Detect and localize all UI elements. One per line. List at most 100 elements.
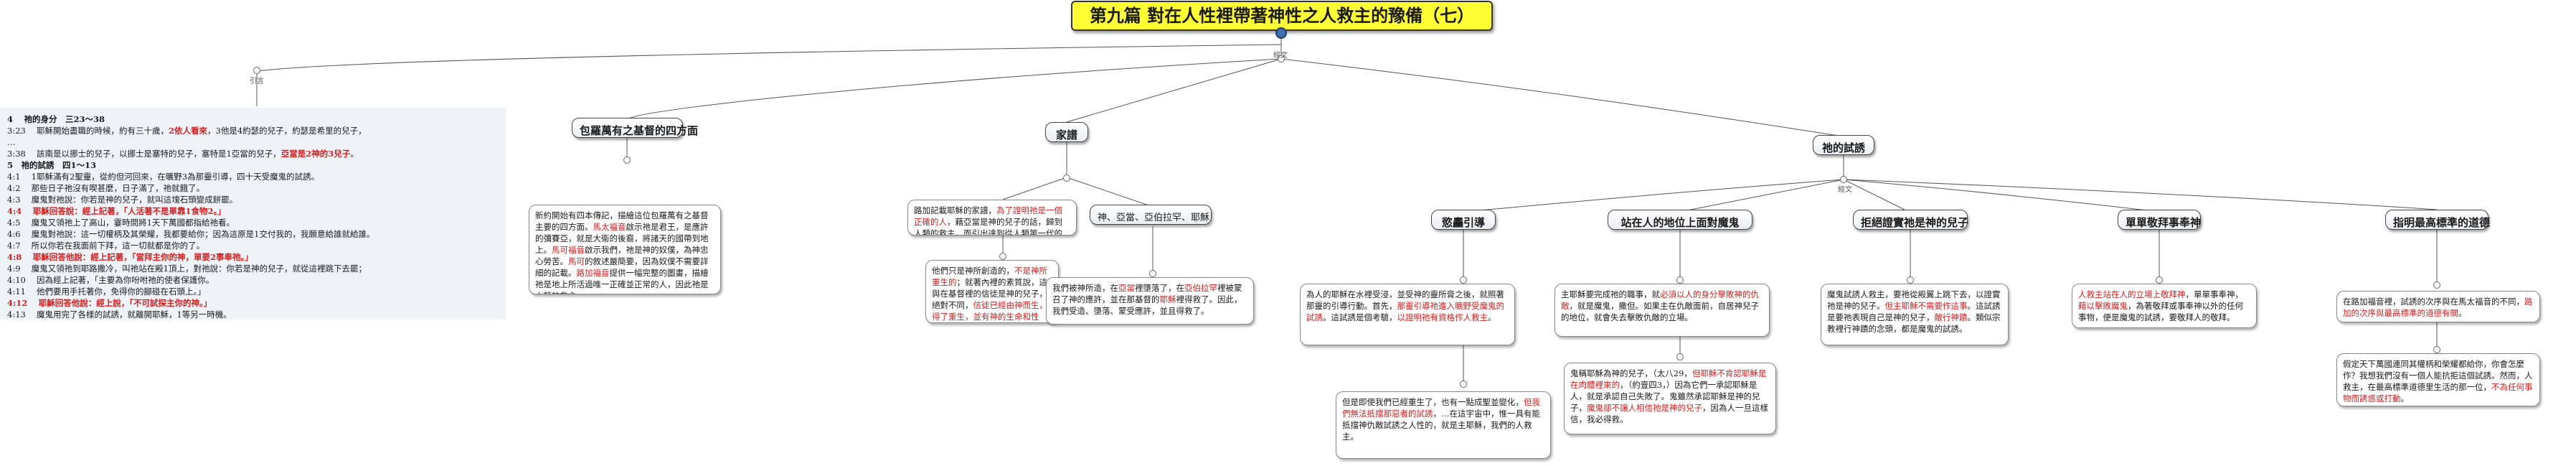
- genealogy-collapse-icon[interactable]: [1063, 174, 1070, 182]
- note-text: 假定天下萬國連同其權柄和榮耀都給你，你會怎麼作？我想我們沒有一個人能抗拒這個試誘…: [2343, 359, 2533, 392]
- highlighted-text: 馬可福音: [552, 245, 585, 255]
- highlighted-text: 不是神所重生的: [932, 266, 1047, 287]
- standing-note-collapse-icon[interactable]: [1676, 353, 1684, 360]
- highlighted-text: 亞當: [1118, 283, 1135, 293]
- worship-note: 人救主站在人的立場上敬拜神，單單事奉神，藉以擊敗魔鬼，為著敬拜或事奉神以外的任何…: [2072, 284, 2257, 328]
- scripture-line: 4:10 因為經上記著，「主要為你吩咐祂的使者保護你。: [7, 274, 499, 286]
- highlighted-verse-text: 4:12 耶穌回答他說：經上說，「不可試探主你的神。」: [7, 298, 212, 308]
- node-obey[interactable]: 指明最高標準的道德: [2385, 210, 2490, 230]
- highlighted-text: 必須以人的身分擊敗神的仇敵: [1561, 289, 1759, 311]
- scripture-line: 4:1 1耶穌滿有2聖靈，從約但河回來，在曠野3為那靈引導，四十天受魔鬼的試誘。: [7, 171, 499, 182]
- genealogy-note: 路加記載耶穌的家譜，為了證明祂是一個正確的人，藉亞當是神的兒子的話，歸到人類的救…: [907, 200, 1077, 236]
- lust-note-collapse-icon[interactable]: [1460, 381, 1467, 388]
- note-text: 路加記載耶穌的家譜，: [914, 205, 996, 215]
- obey-note: 在路加福音裡，試誘的次序與在馬太福音的不同，路加的次序與最高標準的道德有關。: [2336, 291, 2540, 322]
- highlighted-text: 不為任何事物而誘惑或打動: [2343, 382, 2533, 404]
- highlighted-text: 以證明祂有資格作人救主: [1397, 312, 1488, 322]
- highlighted-verse-text: 2依人看來: [168, 126, 207, 136]
- note-text: ，（約壹四3，）因為它們一承認耶穌是人，就是承認自己失敗了。鬼雖然承認耶穌是神的…: [1570, 380, 1760, 413]
- intro-branch-label: 引言: [250, 78, 264, 85]
- node-lust[interactable]: 慾麤引導: [1431, 210, 1496, 230]
- node-standing[interactable]: 站在人的地位上面對魔鬼: [1608, 210, 1752, 230]
- standing-collapse-icon[interactable]: [1676, 276, 1684, 284]
- verse-text: 4:1 1耶穌滿有2聖靈，從約但河回來，在曠野3為那靈引導，四十天受魔鬼的試誘。: [7, 172, 320, 182]
- note-text: ，因為人一旦這樣信，我必得救。: [1570, 403, 1768, 424]
- verse-text: 4:9 魔鬼又領祂到耶路撒冷，叫祂站在殿1頂上，對祂說：你若是神的兒子，就從這裡…: [7, 264, 367, 274]
- highlighted-text: 藉以擊敗魔鬼: [2078, 301, 2128, 311]
- note-text: 。: [1488, 312, 1496, 322]
- scripture-line: 4:13 魔鬼用完了各樣的試誘，就離開耶穌，1等另一時機。: [7, 309, 499, 320]
- obey-text: 在路加福音裡，試誘的次序與在馬太福音的不同，路加的次序與最高標準的道德有關。: [2343, 296, 2534, 319]
- refuse-collapse-icon[interactable]: [1907, 276, 1914, 284]
- note-text: ；就著內裡的素質說，這與在基督裡的信徒是神的兒子，絕對不同，: [932, 277, 1047, 310]
- scripture-line: 4:7 所以你若在我面前下拜，這一切就都是你的了。: [7, 240, 499, 251]
- note-text: 為人的耶穌在水裡受浸，並受神的靈所膏之後，就照著那靈的引導行動。首先，: [1306, 289, 1504, 311]
- node-names[interactable]: 神、亞當、亞伯拉罕、耶穌: [1090, 205, 1212, 225]
- center-collapse-icon[interactable]: [1278, 55, 1285, 62]
- obey-note-collapse-icon[interactable]: [2433, 346, 2440, 353]
- four-aspects-collapse-icon[interactable]: [623, 157, 631, 164]
- verse-text: 3:23 耶穌開始盡職的時候，約有三十歲，: [7, 126, 169, 136]
- scripture-line: 4:8 耶穌回答他說：經上記著，「當拜主你的神，單要2事奉祂。」: [7, 251, 499, 263]
- highlighted-text: 信徒已經由神而生，得了重生，並有神的生命和性情: [932, 300, 1047, 322]
- highlighted-text: 馬可: [568, 256, 585, 266]
- note-text: ，藉亞當是神的兒子的話，歸到人類的救主，而引出達到從人類第一代的亞當。: [914, 217, 1062, 236]
- note-text: ，為著敬拜或事奉神以外的任何事物，便是魔鬼的試誘，要敬拜人的敬拜。: [2078, 301, 2243, 322]
- highlighted-text: 敵行神蹟: [1934, 312, 1968, 322]
- note-text: 。: [2400, 393, 2410, 404]
- standing-note: 主耶穌要完成祂的職事，就必須以人的身分擊敗神的仇敵，就是魔鬼，撒但。如果主在仇敵…: [1554, 284, 1770, 337]
- genealogy-note-collapse-icon[interactable]: [999, 253, 1006, 260]
- obey-collapse-icon[interactable]: [2433, 281, 2440, 289]
- names-collapse-icon[interactable]: [1149, 270, 1156, 277]
- highlighted-verse-text: 4 祂的身分 三23～38: [7, 114, 105, 124]
- lust-collapse-icon[interactable]: [1460, 276, 1467, 284]
- scripture-line: …: [7, 136, 499, 148]
- scripture-line: 4:3 魔鬼對祂說：你若是神的兒子，就叫這塊石頭變成餅罷。: [7, 194, 499, 205]
- lust-note: 為人的耶穌在水裡受浸，並受神的靈所膏之後，就照著那靈的引導行動。首先，那靈引導祂…: [1300, 284, 1515, 345]
- scripture-line: 4 祂的身分 三23～38: [7, 113, 499, 125]
- node-refuse[interactable]: 拒絕證實祂是神的兒子: [1853, 210, 1968, 230]
- highlighted-verse-text: 5 祂的試誘 四1～13: [7, 160, 97, 170]
- root-expand-icon[interactable]: [1275, 27, 1287, 39]
- genealogy-sub-note: 他們只是神所創造的，不是神所重生的；就著內裡的素質說，這與在基督裡的信徒是神的兒…: [925, 260, 1059, 323]
- node-worship[interactable]: 單單敬拜事奉神: [2118, 210, 2201, 230]
- scripture-line: 4:6 魔鬼對祂說：這一切權柄及其榮耀，我都要給你；因為這原是1交付我的，我願意…: [7, 228, 499, 240]
- verse-text: 。: [350, 149, 359, 159]
- highlighted-text: 但我們無法抵擋那惡者的試誘: [1342, 397, 1540, 419]
- genealogy-text: 路加記載耶穌的家譜，為了證明祂是一個正確的人，藉亞當是神的兒子的話，歸到人類的救…: [914, 205, 1070, 236]
- note-text: ，就是魔鬼，撒但。如果主在仇敵面前，自居神兒子的地位，就會失去擊敗仇敵的立場。: [1561, 301, 1759, 322]
- scripture-line: 4:11 他們要用手托著你，免得你的腳碰在石頭上。」: [7, 286, 499, 297]
- note-text: 的敘述嚴簡要，因為奴僕不需要詳細的記載。: [535, 256, 709, 278]
- highlighted-text: 但耶穌不肯認耶穌是在肉體裡來的: [1570, 368, 1767, 390]
- note-text: 。這試誘是要祂表現自己是神的兒子，: [1827, 301, 2001, 322]
- intro-collapse-icon[interactable]: [253, 67, 260, 74]
- note-text: 我們被神所造，在: [1052, 283, 1118, 293]
- verse-text: 4:5 魔鬼又領祂上了高山，霎時間將1天下萬國都指給祂看。: [7, 218, 235, 228]
- center-branch-label: 經文: [1273, 52, 1288, 60]
- verse-text: 4:6 魔鬼對祂說：這一切權柄及其榮耀，我都要給你；因為這原是1交付我的，我願意…: [7, 229, 375, 239]
- refuse-text: 魔鬼試誘人救主，要祂從殿翼上跳下去，以證實祂是神的兒子。但主耶穌不需要作這事。這…: [1827, 289, 2002, 335]
- scripture-line: 5 祂的試誘 四1～13: [7, 159, 499, 171]
- node-four-aspects[interactable]: 包羅萬有之基督的四方面: [572, 118, 698, 138]
- note-text: 提供一幅完整的圖畫，描繪祂是地上所活過唯一正確並正常的人，因此祂是人類的救主。: [535, 268, 709, 294]
- note-text: ，…在這宇宙中，惟一具有能抵擋神仇敵試誘之人性的，就是主耶穌，我們的人救主。: [1342, 409, 1540, 442]
- note-text: 魔鬼試誘人救主，要祂從殿翼上跳下去，以證實祂是神的兒子。: [1827, 289, 2001, 311]
- standing-sub-note: 鬼稱耶穌為神的兒子，（太八29，但耶穌不肯認耶穌是在肉體裡來的，（約壹四3，）因…: [1564, 363, 1776, 434]
- worship-collapse-icon[interactable]: [2156, 276, 2163, 284]
- node-genealogy[interactable]: 家譜: [1045, 122, 1088, 142]
- four-aspects-text: 新約開始有四本傳記，描繪這位包羅萬有之基督主要的四方面。馬太福音啟示祂是君王，是…: [535, 210, 714, 294]
- highlighted-verse-text: 4:4 耶穌回答說：經上記著，「人活著不是單靠1食物2。」: [7, 206, 226, 216]
- scripture-line: 4:2 那些日子祂沒有喫甚麼，日子滿了，祂就餓了。: [7, 182, 499, 194]
- standing-sub-text: 鬼稱耶穌為神的兒子，（太八29，但耶穌不肯認耶穌是在肉體裡來的，（約壹四3，）因…: [1570, 368, 1770, 425]
- note-text: 他們只是神所創造的，: [932, 266, 1014, 276]
- mindmap-title: 第九篇 對在人性裡帶著神性之人救主的豫備（七）: [1071, 1, 1493, 31]
- scripture-line: 4:12 耶穌回答他說：經上說，「不可試探主你的神。」: [7, 297, 499, 309]
- trial-collapse-icon[interactable]: [1840, 176, 1847, 183]
- verse-text: 4:11 他們要用手托著你，免得你的腳碰在石頭上。」: [7, 286, 206, 297]
- names-text: 我們被神所造，在亞當裡墮落了，在亞伯拉罕裡被蒙召了神的應許，並在那基督的耶穌裡得…: [1052, 282, 1247, 317]
- highlighted-text: 亞伯拉罕: [1184, 283, 1217, 293]
- trial-branch-label: 經文: [1838, 186, 1852, 194]
- names-note: 我們被神所造，在亞當裡墮落了，在亞伯拉罕裡被蒙召了神的應許，並在那基督的耶穌裡得…: [1046, 277, 1254, 325]
- node-trial[interactable]: 祂的試誘: [1813, 135, 1874, 155]
